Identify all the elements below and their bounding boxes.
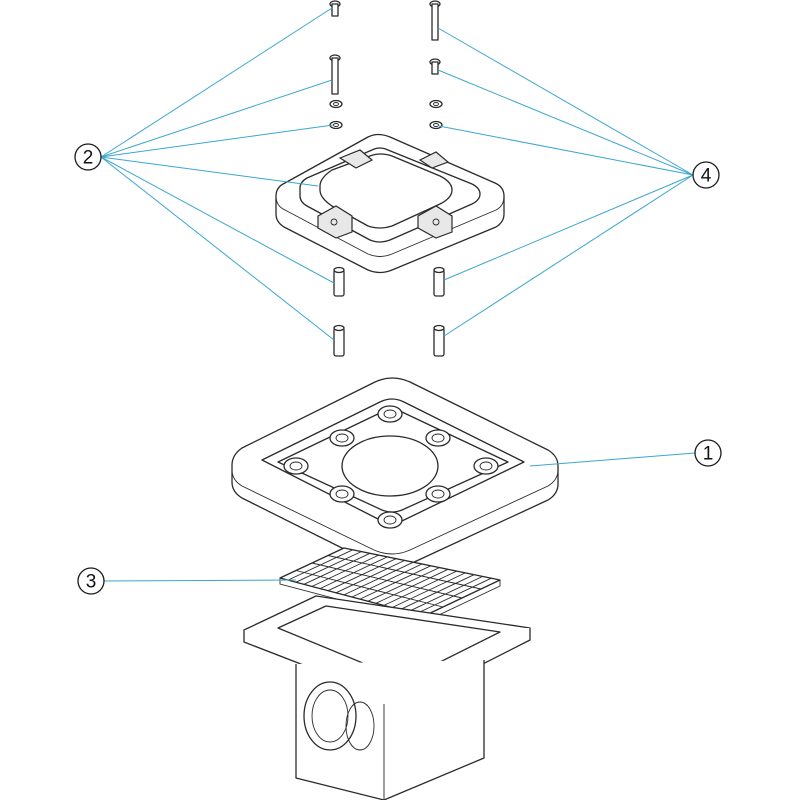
leader-line-3 <box>103 579 297 582</box>
flange-hole-upper-left <box>329 429 355 447</box>
washer-left-upper <box>329 99 343 109</box>
callout-2: 2 <box>74 143 102 171</box>
washer-right-lower <box>429 120 443 130</box>
leader-lines-2 <box>100 7 335 341</box>
flange-hole-lower-right <box>425 485 451 503</box>
washer-right-upper <box>429 99 443 109</box>
flange-hole-bottom <box>377 511 403 529</box>
top-cover-cap <box>275 133 505 274</box>
leader-lines-4 <box>437 27 694 337</box>
flange-hole-top <box>377 405 403 423</box>
callout-1: 1 <box>694 439 722 467</box>
spacer-right-upper <box>433 266 445 297</box>
callout-3-label: 3 <box>86 572 97 593</box>
screw-top-right <box>429 0 441 41</box>
screw-second-right <box>429 58 441 75</box>
flange-hole-lower-left <box>329 485 355 503</box>
callout-1-label: 1 <box>703 444 714 465</box>
spacer-right-lower <box>433 324 445 357</box>
callout-4-label: 4 <box>701 166 712 187</box>
spacer-left-upper <box>333 266 345 297</box>
flange-center-opening <box>341 435 439 497</box>
leader-line-1 <box>529 452 696 467</box>
callout-3: 3 <box>77 567 105 595</box>
callout-2-label: 2 <box>83 148 94 169</box>
flange-hole-left <box>283 457 309 475</box>
flange-hole-upper-right <box>425 429 451 447</box>
screw-top-left <box>329 0 341 17</box>
spacer-left-lower <box>333 324 345 357</box>
callout-4: 4 <box>692 161 720 189</box>
screw-second-left <box>329 54 341 95</box>
drain-body <box>243 595 531 800</box>
flange-hole-right <box>473 457 499 475</box>
main-flange <box>231 377 559 569</box>
drain-side-pipe <box>303 681 357 751</box>
